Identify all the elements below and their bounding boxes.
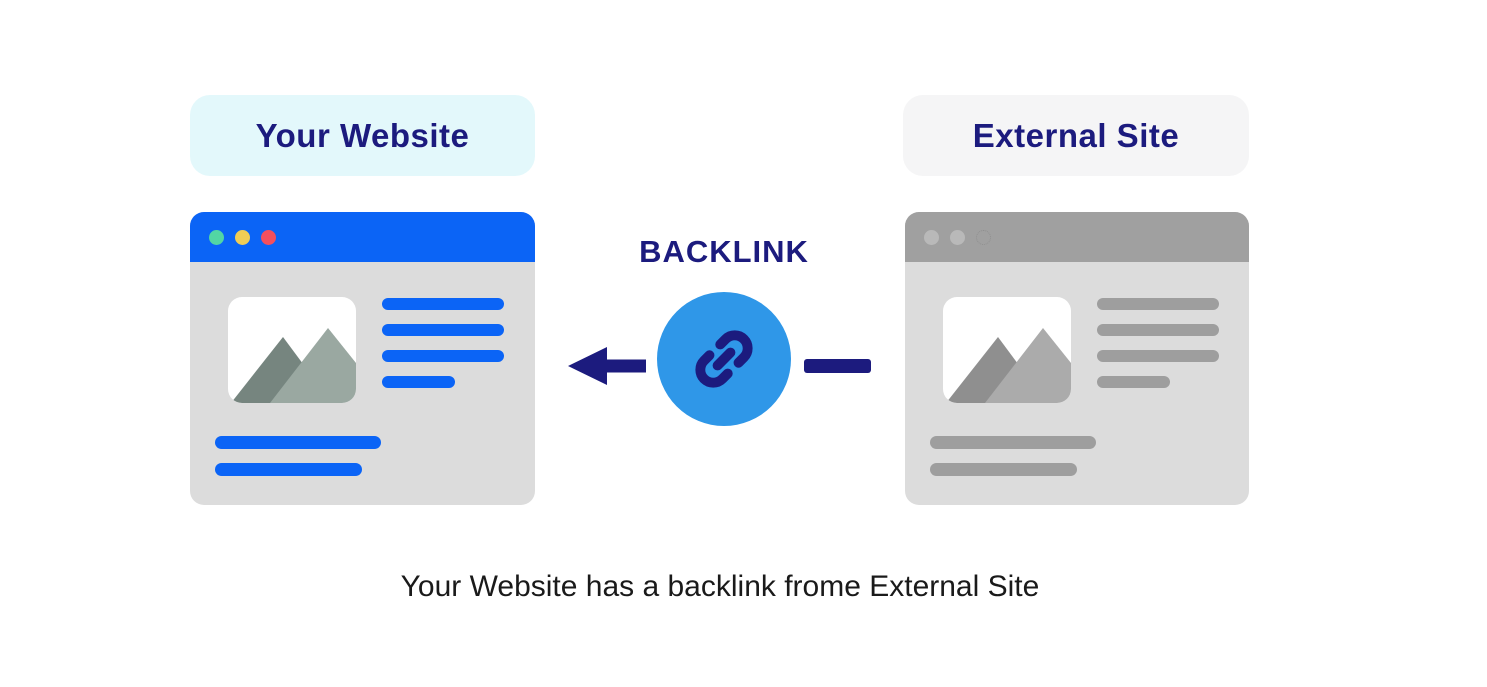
text-line: [1097, 376, 1170, 388]
external-site-label-box: External Site: [903, 95, 1249, 176]
your-website-label: Your Website: [255, 116, 470, 154]
text-line: [382, 376, 455, 388]
your-website-titlebar: [190, 212, 535, 262]
your-website-window: [190, 212, 535, 505]
diagram-caption: Your Website has a backlink frome Extern…: [400, 570, 1040, 603]
backlink-circle: [657, 292, 791, 426]
your-website-label-box: Your Website: [190, 95, 535, 176]
external-site-content: [905, 262, 1249, 505]
outline-dot-icon: [976, 229, 991, 245]
text-line: [382, 350, 504, 362]
text-line: [215, 463, 362, 476]
text-line: [930, 436, 1096, 449]
text-line: [1097, 298, 1219, 310]
gray-dot-icon: [924, 229, 939, 245]
external-site-window: [905, 212, 1249, 505]
image-placeholder: [228, 297, 356, 403]
text-line: [1097, 324, 1219, 336]
text-line: [382, 324, 504, 336]
link-icon: [695, 330, 753, 388]
yellow-dot-icon: [235, 229, 250, 245]
mountains-image-icon: [946, 328, 1071, 403]
green-dot-icon: [209, 229, 224, 245]
text-line: [1097, 350, 1219, 362]
arrow-left-icon: [568, 347, 646, 385]
external-site-titlebar: [905, 212, 1249, 262]
gray-dot-icon: [950, 229, 965, 245]
mountains-image-icon: [231, 328, 356, 403]
external-site-label: External Site: [972, 116, 1180, 154]
connector-dash: [804, 359, 871, 373]
text-line: [930, 463, 1077, 476]
text-line: [382, 298, 504, 310]
image-placeholder: [943, 297, 1071, 403]
text-line: [215, 436, 381, 449]
your-website-content: [190, 262, 535, 505]
backlink-title: BACKLINK: [639, 234, 809, 269]
red-dot-icon: [261, 229, 276, 245]
